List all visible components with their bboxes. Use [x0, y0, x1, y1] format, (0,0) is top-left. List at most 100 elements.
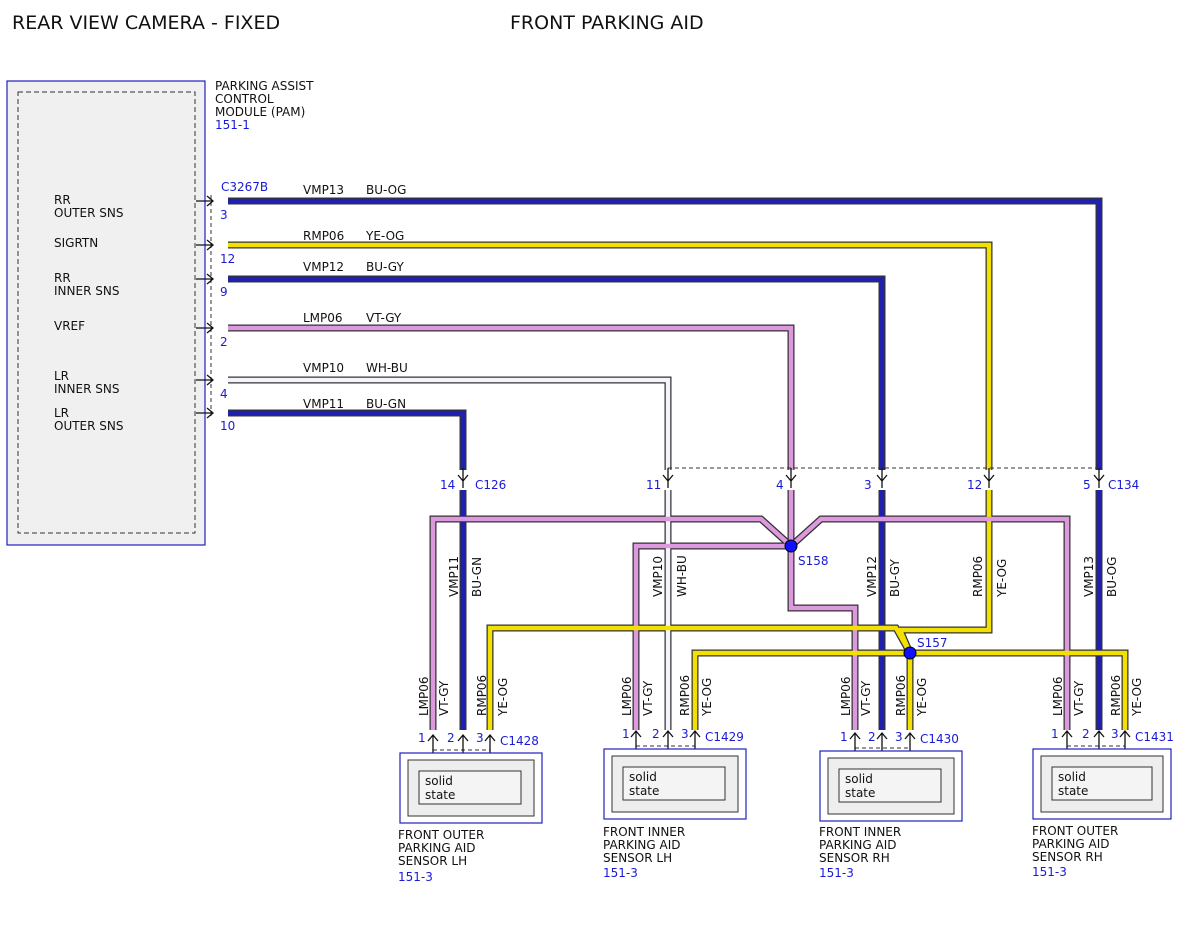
s1430-pin-1: 1 [840, 730, 848, 744]
wire-lmp06-s1430 [788, 546, 858, 730]
s1430-pin-2: 2 [868, 730, 876, 744]
sensor-c1429: LMP06 VT-GY RMP06 YE-OG 1 2 3 C1429 soli… [603, 675, 747, 880]
diagram-title-right: FRONT PARKING AID [510, 12, 704, 34]
s1429-label-ye-og: YE-OG [700, 678, 714, 717]
s1429-label-rmp06: RMP06 [678, 675, 692, 716]
s1428-label-lmp06: LMP06 [417, 676, 431, 716]
s1428-label-vt-gy: VT-GY [437, 680, 451, 716]
s1431-ref: 151-3 [1032, 865, 1067, 879]
pin-label-lr-inner-1: LR [54, 369, 69, 383]
vertical-wire-labels: VMP11 BU-GN VMP10 WH-BU VMP12 BU-GY RMP0… [447, 555, 1119, 598]
wire-lmp06-s1429 [633, 543, 791, 730]
wire-color-wh-bu: WH-BU [366, 361, 408, 375]
wire-label-rmp06: RMP06 [303, 229, 344, 243]
vlabel-vmp12: VMP12 [865, 556, 879, 597]
s1429-connector: C1429 [705, 730, 744, 744]
inline-connectors: 14 C126 11 4 3 12 5 C134 [440, 467, 1139, 492]
wires [228, 197, 1129, 730]
s1430-label-vt-gy: VT-GY [859, 680, 873, 716]
s1430-name-3: SENSOR RH [819, 851, 890, 865]
s1428-pin-3: 3 [476, 731, 484, 745]
wire-vmp13 [228, 198, 1102, 470]
s1430-pin-3: 3 [895, 730, 903, 744]
pin-label-lr-outer-2: OUTER SNS [54, 419, 124, 433]
pin-label-rr-inner-1: RR [54, 271, 71, 285]
vlabel-bu-og: BU-OG [1105, 557, 1119, 597]
c134-pin-3: 3 [864, 478, 872, 492]
s1429-name-1: FRONT INNER [603, 825, 685, 839]
s1429-name-3: SENSOR LH [603, 851, 672, 865]
pin-label-lr-inner-2: INNER SNS [54, 382, 119, 396]
pin-label-rr-outer-1: RR [54, 193, 71, 207]
s1429-pin-2: 2 [652, 727, 660, 741]
s1429-name-2: PARKING AID [603, 838, 681, 852]
s1428-connector: C1428 [500, 734, 539, 748]
wire-rmp06-s1431-outline [910, 649, 1129, 730]
module-inner-box [17, 91, 196, 534]
s1431-name-3: SENSOR RH [1032, 850, 1103, 864]
wire-rmp06-s1431 [910, 650, 1128, 730]
vlabel-vmp10: VMP10 [651, 556, 665, 597]
s1430-label-ye-og: YE-OG [915, 678, 929, 717]
vlabel-vmp11: VMP11 [447, 556, 461, 597]
s1431-pin-3: 3 [1111, 727, 1119, 741]
wire-color-vt-gy: VT-GY [366, 311, 402, 325]
s1430-name-1: FRONT INNER [819, 825, 901, 839]
s1428-inner-box [418, 770, 522, 805]
module-connector-name: C3267B [221, 180, 268, 194]
c126-pin: 14 [440, 478, 455, 492]
wire-color-bu-gn: BU-GN [366, 397, 406, 411]
wire-vmp10 [228, 377, 671, 470]
module-pin-arrows [196, 195, 215, 419]
s1431-inner-2: state [1058, 784, 1088, 798]
splice-s158-label: S158 [798, 554, 829, 568]
splices: S158 S157 [784, 539, 948, 660]
s1430-name-2: PARKING AID [819, 838, 897, 852]
c126-name: C126 [475, 478, 506, 492]
s1428-pin-2: 2 [447, 731, 455, 745]
pin-number-10: 10 [220, 419, 235, 433]
pin-label-lr-outer-1: LR [54, 406, 69, 420]
s1429-inner-2: state [629, 784, 659, 798]
s1429-inner-box [622, 766, 726, 801]
wire-vmp10-outline [228, 376, 672, 470]
pin-number-12: 12 [220, 252, 235, 266]
s1431-name-1: FRONT OUTER [1032, 824, 1118, 838]
c134-pin-4: 4 [776, 478, 784, 492]
pin-label-rr-inner-2: INNER SNS [54, 284, 119, 298]
s1429-pin-3: 3 [681, 727, 689, 741]
s1431-pin-1: 1 [1051, 727, 1059, 741]
wire-vmp12 [228, 276, 885, 470]
vlabel-rmp06: RMP06 [971, 556, 985, 597]
s1428-inner-1: solid [425, 774, 453, 788]
s1429-ref: 151-3 [603, 866, 638, 880]
s1429-label-lmp06: LMP06 [620, 676, 634, 716]
s1430-connector: C1430 [920, 732, 959, 746]
s1431-inner-1: solid [1058, 770, 1086, 784]
module-name-line-3: MODULE (PAM) [215, 105, 305, 119]
s1431-pin-2: 2 [1082, 727, 1090, 741]
module-name-line-1: PARKING ASSIST [215, 79, 314, 93]
diagram-title-left: REAR VIEW CAMERA - FIXED [12, 12, 280, 34]
module-name-line-2: CONTROL [215, 92, 274, 106]
s1429-label-vt-gy: VT-GY [641, 680, 655, 716]
s1431-inner-box [1051, 766, 1153, 801]
splice-s158-dot [784, 539, 798, 553]
s1428-name-1: FRONT OUTER [398, 828, 484, 842]
s1430-label-lmp06: LMP06 [839, 676, 853, 716]
module-box [6, 80, 206, 546]
pin-label-sigrtn: SIGRTN [54, 236, 98, 250]
s1429-pin-1: 1 [622, 727, 630, 741]
wire-label-lmp06: LMP06 [303, 311, 343, 325]
s1428-label-rmp06: RMP06 [475, 675, 489, 716]
splice-s157-dot [903, 646, 917, 660]
pin-number-9: 9 [220, 285, 228, 299]
inline-connector-arrows [457, 468, 1105, 488]
parking-assist-module: PARKING ASSIST CONTROL MODULE (PAM) 151-… [6, 79, 314, 546]
wire-label-vmp11: VMP11 [303, 397, 344, 411]
s1428-label-ye-og: YE-OG [496, 678, 510, 717]
c134-name: C134 [1108, 478, 1139, 492]
s1428-pin-1: 1 [418, 731, 426, 745]
s1428-ref: 151-3 [398, 870, 433, 884]
